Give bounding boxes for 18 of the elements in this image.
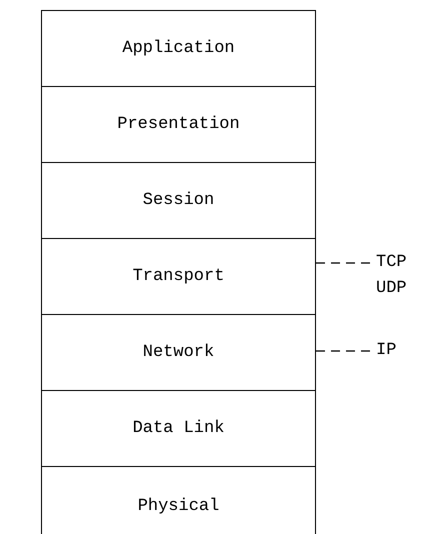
layer-name: Session [142, 191, 214, 210]
layer-name: Presentation [117, 115, 240, 134]
layer-name: Network [142, 343, 214, 362]
layer-name: Transport [132, 267, 224, 286]
layer-box [41, 466, 316, 534]
layer-name: Data Link [132, 419, 224, 438]
protocol-label: IP [370, 338, 410, 364]
layer-box [41, 162, 316, 238]
leader-line [316, 350, 370, 352]
layer-name: Application [122, 39, 235, 58]
layer-box [41, 238, 316, 314]
layer-box [41, 86, 316, 162]
layer-name: Physical [138, 497, 220, 516]
layer-box [41, 390, 316, 466]
layer-box [41, 314, 316, 390]
leader-line [316, 262, 370, 264]
protocol-label: TCP UDP [370, 250, 426, 302]
layer-box [41, 10, 316, 86]
